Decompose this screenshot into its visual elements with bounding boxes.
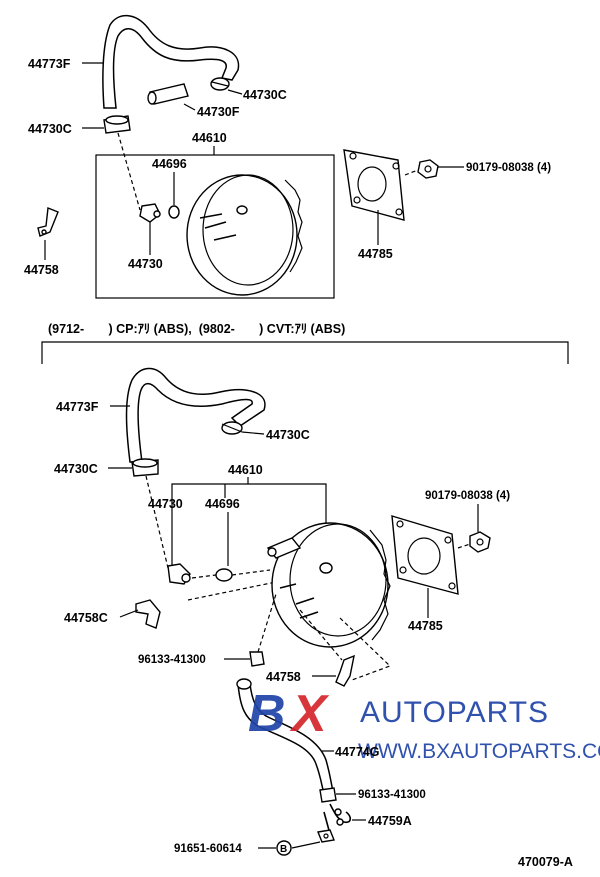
label-top-check-valve: 44730	[128, 257, 163, 271]
top-hose-clamp-right	[210, 77, 230, 91]
bottom-nut	[469, 531, 491, 553]
bottom-brake-booster	[266, 522, 391, 648]
label-bottom-gasket: 44785	[408, 619, 443, 633]
label-bottom-hose-g: 44774G	[335, 745, 379, 759]
top-hose-fitting	[147, 83, 189, 105]
top-hose-route-dashed	[117, 132, 141, 211]
bottom-check-valve	[167, 563, 191, 585]
top-gasket	[343, 149, 405, 221]
label-top-bracket: 44758	[24, 263, 59, 277]
condition-bracket	[41, 341, 569, 364]
bolt-ref-circle	[276, 840, 292, 856]
bottom-grommet	[215, 568, 233, 582]
bottom-hose-route-dashed	[145, 475, 169, 569]
label-bottom-clamp-right: 44730C	[266, 428, 310, 442]
label-bottom-bracket-c: 44758C	[64, 611, 108, 625]
top-grommet	[168, 205, 180, 219]
top-booster-group-box	[95, 154, 335, 299]
label-bottom-bolt: 91651-60614	[174, 843, 242, 855]
bottom-hose-clamp-left	[131, 458, 159, 477]
label-bottom-clip-2: 96133-41300	[358, 789, 426, 801]
label-top-group: 44610	[192, 131, 227, 145]
bottom-hose-clamp-right	[221, 421, 243, 435]
bottom-group-leader	[171, 477, 327, 530]
label-top-hose: 44773F	[28, 57, 71, 71]
label-top-nut: 90179-08038 (4)	[466, 162, 551, 174]
bottom-clip-1	[249, 651, 265, 667]
top-brake-booster	[186, 174, 303, 296]
watermark-brand-b: B	[248, 685, 286, 743]
label-bottom-pipe: 44759A	[368, 814, 412, 828]
label-top-gasket: 44785	[358, 247, 393, 261]
bolt-ref-letter: B	[280, 844, 287, 855]
bottom-vacuum-pipe	[323, 803, 352, 835]
label-bottom-group: 44610	[228, 463, 263, 477]
watermark-url: WWW.BXAUTOPARTS.COM	[358, 740, 600, 763]
bottom-bolt	[317, 829, 335, 843]
top-nut	[417, 159, 439, 179]
bottom-section	[108, 367, 491, 856]
label-top-grommet: 44696	[152, 157, 187, 171]
label-top-fitting: 44730F	[197, 105, 240, 119]
top-hose-clamp-left	[103, 115, 131, 134]
bottom-clip-2	[319, 787, 337, 803]
label-bottom-check-valve: 44730	[148, 497, 183, 511]
label-bottom-clamp-left: 44730C	[54, 462, 98, 476]
label-bottom-nut: 90179-08038 (4)	[425, 490, 510, 502]
label-top-clamp-left: 44730C	[28, 122, 72, 136]
bottom-vacuum-hose	[125, 367, 266, 463]
applicability-condition: (9712- ) CP:ｱﾘ (ABS), (9802- ) CVT:ｱﾘ (A…	[48, 322, 345, 336]
bottom-gasket	[391, 515, 459, 595]
watermark-brand-x: X	[289, 685, 330, 743]
label-bottom-hose: 44773F	[56, 400, 99, 414]
label-bottom-grommet: 44696	[205, 497, 240, 511]
top-bracket	[37, 207, 59, 237]
top-check-valve	[139, 203, 161, 223]
top-section	[37, 14, 464, 299]
watermark-brand-rest: AUTOPARTS	[360, 696, 549, 729]
watermark: B X AUTOPARTS WWW.BXAUTOPARTS.COM	[248, 685, 600, 763]
label-top-clamp-right: 44730C	[243, 88, 287, 102]
figure-code: 470079-A	[518, 855, 573, 869]
label-bottom-bracket: 44758	[266, 670, 301, 684]
label-bottom-clip-1: 96133-41300	[138, 654, 206, 666]
bottom-bracket-c	[135, 599, 161, 629]
bottom-bracket	[335, 654, 355, 687]
